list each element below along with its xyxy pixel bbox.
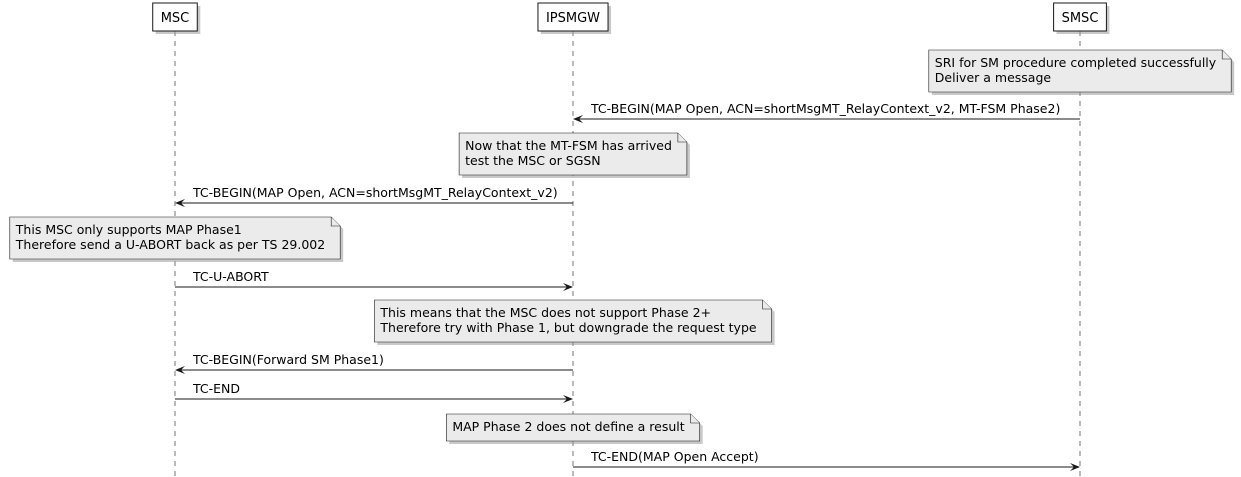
note-ipsmgw: This means that the MSC does not support… bbox=[374, 299, 775, 345]
participant-smsc: SMSC bbox=[1053, 2, 1110, 34]
message-arrow: TC-BEGIN(Forward SM Phase1) bbox=[175, 352, 573, 374]
note-line: Deliver a message bbox=[935, 70, 1052, 85]
note-line: This MSC only supports MAP Phase1 bbox=[15, 222, 242, 237]
note-smsc: SRI for SM procedure completed successfu… bbox=[928, 49, 1235, 95]
arrowhead bbox=[175, 366, 185, 374]
arrowhead bbox=[563, 395, 573, 403]
participant-label: IPSMGW bbox=[546, 11, 600, 26]
message-arrow: TC-U-ABORT bbox=[175, 269, 573, 291]
note-line: Therefore send a U-ABORT back as per TS … bbox=[15, 237, 325, 252]
message-label: TC-BEGIN(MAP Open, ACN=shortMsgMT_RelayC… bbox=[590, 101, 1060, 116]
message-arrow: TC-BEGIN(MAP Open, ACN=shortMsgMT_RelayC… bbox=[175, 185, 573, 207]
message-arrow: TC-END(MAP Open Accept) bbox=[573, 449, 1080, 471]
message-label: TC-END(MAP Open Accept) bbox=[590, 449, 759, 464]
note-line: test the MSC or SGSN bbox=[465, 153, 601, 168]
note-line: Therefore try with Phase 1, but downgrad… bbox=[379, 320, 756, 335]
arrowhead bbox=[1070, 463, 1080, 471]
note-line: Now that the MT-FSM has arrived bbox=[465, 138, 672, 153]
arrowhead bbox=[175, 199, 185, 207]
message-arrow: TC-END bbox=[175, 381, 573, 403]
note-ipsmgw: MAP Phase 2 does not define a result bbox=[446, 413, 703, 444]
note-line: SRI for SM procedure completed successfu… bbox=[935, 55, 1217, 70]
participant-msc: MSC bbox=[152, 2, 201, 34]
note-line: This means that the MSC does not support… bbox=[379, 305, 711, 320]
message-label: TC-BEGIN(Forward SM Phase1) bbox=[192, 352, 384, 367]
message-label: TC-END bbox=[192, 381, 240, 396]
arrowhead bbox=[563, 283, 573, 291]
participant-ipsmgw: IPSMGW bbox=[537, 2, 612, 34]
message-label: TC-U-ABORT bbox=[192, 269, 269, 284]
participant-label: MSC bbox=[161, 11, 190, 26]
participant-label: SMSC bbox=[1062, 11, 1099, 26]
message-arrow: TC-BEGIN(MAP Open, ACN=shortMsgMT_RelayC… bbox=[573, 101, 1080, 123]
arrowhead bbox=[573, 115, 583, 123]
message-label: TC-BEGIN(MAP Open, ACN=shortMsgMT_RelayC… bbox=[192, 185, 558, 200]
note-msc: This MSC only supports MAP Phase1Therefo… bbox=[9, 216, 344, 262]
note-line: MAP Phase 2 does not define a result bbox=[452, 419, 684, 434]
